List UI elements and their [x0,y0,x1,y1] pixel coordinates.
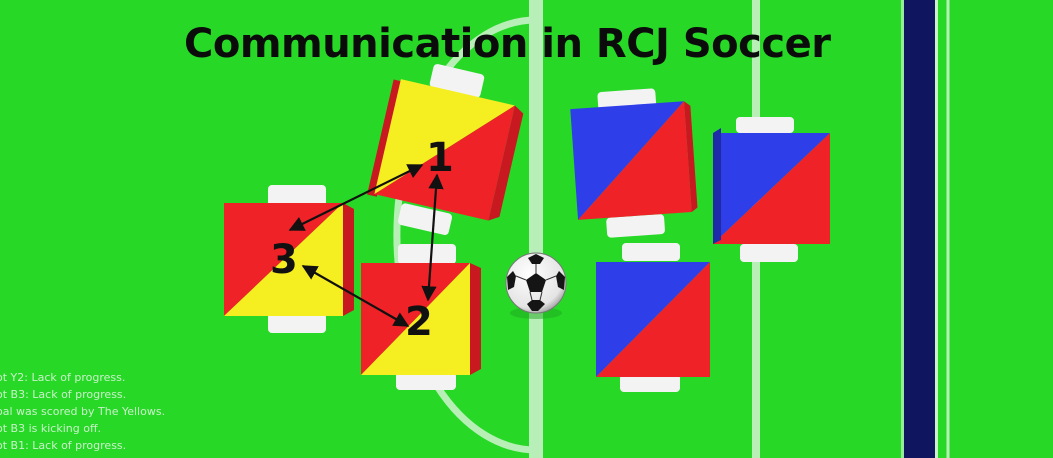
event-log: ot Y2: Lack of progress. ot B3: Lack of … [0,369,165,454]
log-entry: ot B1: Lack of progress. [0,439,127,452]
communication-arrows [288,164,444,327]
page-title: Communication in RCJ Soccer [184,21,831,67]
robot-blue-3[interactable] [596,243,710,392]
robot-blue-2[interactable] [713,117,830,262]
link-3-2-arrow [301,265,410,327]
link-1-2-arrow [421,173,444,302]
log-entry: oal was scored by The Yellows. [0,405,166,418]
log-entry: ot B3 is kicking off. [0,422,102,435]
log-entry: ot Y2: Lack of progress. [0,371,126,384]
link-1-3-arrow [288,164,424,231]
robot-yellow-2[interactable] [361,244,481,390]
center-circle [393,16,537,454]
goal [901,0,938,458]
log-entry: ot B3: Lack of progress. [0,388,127,401]
robot-blue-1[interactable] [569,86,699,240]
soccer-ball-icon[interactable] [505,252,567,319]
